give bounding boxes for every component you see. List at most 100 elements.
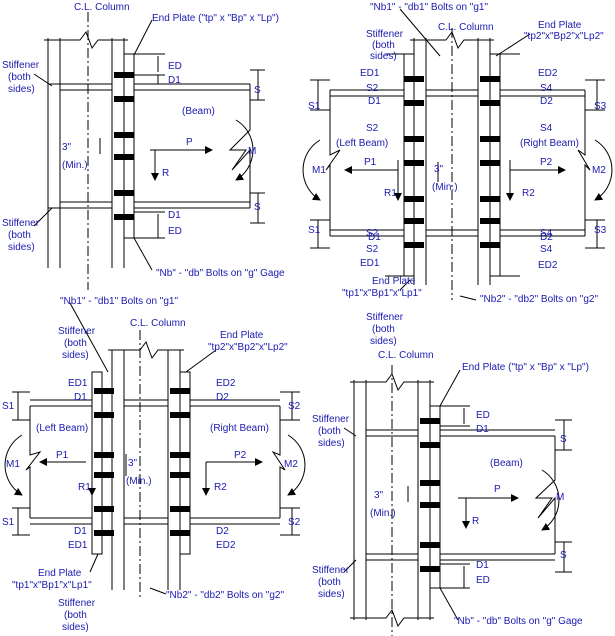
dim-s1-c2: S1 bbox=[2, 517, 15, 528]
dim-s-d1: S bbox=[560, 434, 567, 445]
nb2-bolts-label-c: "Nb2" - "db2" Bolts on "g2" bbox=[166, 590, 284, 601]
force-p2-c: P2 bbox=[234, 450, 247, 461]
both-label-a2: (both bbox=[8, 230, 31, 241]
dim-s3-b1: S3 bbox=[594, 101, 607, 112]
dim-s4-b2: S4 bbox=[540, 123, 553, 134]
dim-s4-b1: S4 bbox=[540, 83, 553, 94]
force-r1-c: R1 bbox=[78, 482, 91, 493]
dim-ed1-c1: ED1 bbox=[68, 378, 88, 389]
dim-d1-c2: D1 bbox=[74, 526, 87, 537]
force-p1-c: P1 bbox=[56, 450, 69, 461]
panel-single-beam-top bbox=[33, 12, 265, 290]
sides-label-d1: sides) bbox=[318, 438, 345, 449]
right-beam-label-c: (Right Beam) bbox=[210, 423, 269, 434]
stiffener-label-d2: Stiffener bbox=[312, 565, 350, 576]
dim-ed-a1: ED bbox=[168, 61, 182, 72]
moment-m-a: M bbox=[248, 146, 256, 157]
dim-s1-b2: S1 bbox=[308, 225, 321, 236]
dim-s-a1: S bbox=[254, 85, 261, 96]
right-beam-label-b: (Right Beam) bbox=[520, 138, 579, 149]
end-plate-label-c: End Plate bbox=[220, 330, 264, 341]
bolts-label-d: "Nb" - "db" Bolts on "g" Gage bbox=[454, 616, 583, 627]
force-p-d: P bbox=[494, 484, 501, 495]
dim-d2-c2: D2 bbox=[216, 526, 229, 537]
stiffener-label-b1: Stiffener bbox=[366, 29, 404, 40]
stiffener-label-c1: Stiffener bbox=[58, 326, 96, 337]
dim-s2-c1: S2 bbox=[288, 401, 301, 412]
dim-s4-b3: S4 bbox=[540, 228, 553, 239]
stiffener-label-d1: Stiffener bbox=[312, 414, 350, 425]
both-label-d1: (both bbox=[318, 426, 341, 437]
dim-ed1-b2: ED1 bbox=[360, 258, 380, 269]
sides-label-c2: sides) bbox=[62, 622, 89, 633]
sides-label-c1: sides) bbox=[62, 350, 89, 361]
panel-single-beam-bottom bbox=[343, 365, 572, 636]
min-label-a: (Min.) bbox=[62, 160, 88, 171]
min-label-d: (Min.) bbox=[370, 508, 396, 519]
dim-ed-d1: ED bbox=[476, 410, 490, 421]
stiffener-label-c2: Stiffener bbox=[58, 598, 96, 609]
end-plate-label-b: End Plate bbox=[538, 20, 582, 31]
end-plate-label-b2: End Plate bbox=[372, 276, 416, 287]
dim-s1-b1: S1 bbox=[308, 101, 321, 112]
dim-ed1-b1: ED1 bbox=[360, 68, 380, 79]
both-label-b2: (both bbox=[372, 324, 395, 335]
cl-column-label-d: C.L. Column bbox=[378, 350, 434, 361]
force-r-d: R bbox=[472, 516, 479, 527]
dim-s2-b2: S2 bbox=[366, 123, 379, 134]
dim-d1-b1: D1 bbox=[368, 96, 381, 107]
dim-s2-b1: S2 bbox=[366, 83, 379, 94]
stiffener-label-a1: Stiffener bbox=[2, 60, 40, 71]
moment-m2-b: M2 bbox=[592, 165, 606, 176]
end-plate-label-c2: End Plate bbox=[38, 568, 82, 579]
force-p2-b: P2 bbox=[540, 157, 553, 168]
both-label-b1: (both bbox=[372, 40, 395, 51]
panel-double-beam-top bbox=[302, 8, 613, 301]
nb1-bolts-label-c: "Nb1" - "db1" Bolts on "g1" bbox=[60, 296, 178, 307]
dim-s4-b4: S4 bbox=[540, 244, 553, 255]
dim-s-d2: S bbox=[560, 550, 567, 561]
dim-d2-b2: D2 bbox=[540, 232, 553, 243]
dim-ed-a2: ED bbox=[168, 226, 182, 237]
end-plate-tp2-c: "tp2"x"Bp2"x"Lp2" bbox=[208, 342, 288, 353]
dim-ed2-b1: ED2 bbox=[538, 68, 558, 79]
force-r2-b: R2 bbox=[522, 188, 535, 199]
end-plate-tp2-b: "tp2"x"Bp2"x"Lp2" bbox=[524, 31, 604, 42]
sides-label-b2: sides) bbox=[370, 336, 397, 347]
min-3in-a: 3" bbox=[62, 142, 72, 153]
moment-m-d: M bbox=[556, 492, 564, 503]
dim-s2-b3: S2 bbox=[366, 228, 379, 239]
end-plate-tp1-c: "tp1"x"Bp1"x"Lp1" bbox=[12, 580, 92, 591]
end-plate-label-d: End Plate ("tp" x "Bp" x "Lp") bbox=[462, 362, 589, 373]
dim-d1-d2: D1 bbox=[476, 560, 489, 571]
cl-column-label-b: C.L. Column bbox=[438, 22, 494, 33]
dim-ed-d2: ED bbox=[476, 575, 490, 586]
dim-ed2-c2: ED2 bbox=[216, 540, 236, 551]
dim-s-a2: S bbox=[254, 202, 261, 213]
dim-d1-d1: D1 bbox=[476, 424, 489, 435]
dim-ed2-c1: ED2 bbox=[216, 378, 236, 389]
left-beam-label-c: (Left Beam) bbox=[36, 423, 88, 434]
both-label-a1: (both bbox=[8, 72, 31, 83]
min-label-c: (Min.) bbox=[126, 476, 152, 487]
min-3in-d: 3" bbox=[374, 490, 384, 501]
both-label-d2: (both bbox=[318, 577, 341, 588]
left-beam-label-b: (Left Beam) bbox=[336, 138, 388, 149]
dim-d2-b1: D2 bbox=[540, 96, 553, 107]
sides-label-a2: sides) bbox=[8, 242, 35, 253]
force-r2-c: R2 bbox=[214, 482, 227, 493]
moment-m1-c: M1 bbox=[6, 459, 20, 470]
min-3in-b: 3" bbox=[434, 164, 444, 175]
cl-column-label-a: C.L. Column bbox=[74, 2, 130, 13]
dim-d1-c1: D1 bbox=[74, 392, 87, 403]
moment-m2-c: M2 bbox=[284, 459, 298, 470]
force-r1-b: R1 bbox=[384, 188, 397, 199]
dim-ed1-c2: ED1 bbox=[68, 540, 88, 551]
dim-s2-b4: S2 bbox=[366, 244, 379, 255]
beam-label-d: (Beam) bbox=[490, 458, 523, 469]
sides-label-b1: sides) bbox=[370, 51, 397, 62]
sides-label-d2: sides) bbox=[318, 589, 345, 600]
dim-d1-a1: D1 bbox=[168, 75, 181, 86]
force-p-a: P bbox=[186, 137, 193, 148]
